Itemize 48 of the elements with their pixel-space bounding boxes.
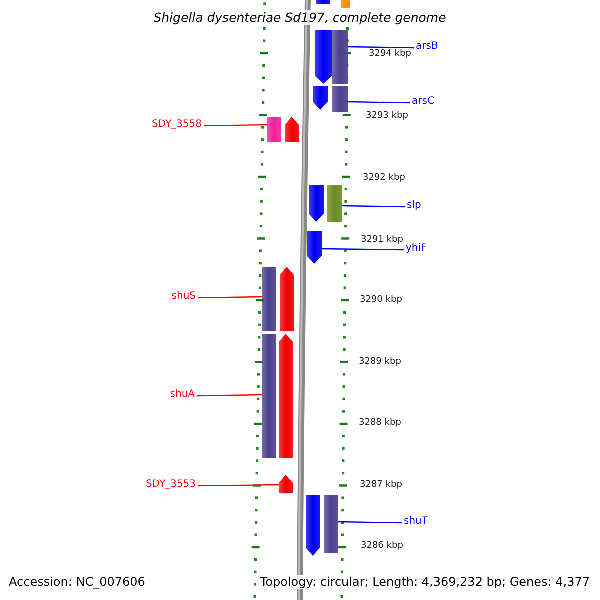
leader-line [348, 46, 414, 49]
tick-label: 3291 kbp [361, 235, 404, 246]
gene-block [280, 267, 294, 331]
leader-line [338, 521, 402, 524]
tick-label: 3287 kbp [360, 480, 402, 491]
gene-block [315, 30, 332, 84]
leader-line [348, 101, 410, 104]
leader-line [196, 394, 262, 397]
gene-label: shuT [404, 516, 428, 528]
gene-label: SDY_3553 [146, 479, 196, 491]
title: Shigella dysenteriae Sd197, complete genome [154, 10, 446, 25]
gene-block [309, 185, 324, 222]
gene-label: arsC [412, 96, 434, 108]
gene-bar [341, 0, 350, 8]
tick-label: 3286 kbp [361, 541, 404, 552]
gene-bar [262, 267, 276, 331]
accession-text: Accession: NC_007606 [9, 575, 146, 589]
gene-bar [324, 495, 338, 553]
gene-label: shuA [170, 389, 195, 401]
gene-label: shuS [172, 291, 196, 303]
leader-line [204, 124, 268, 127]
gene-block [279, 475, 293, 493]
tick-label: 3289 kbp [359, 357, 402, 368]
gene-label: SDY_3558 [152, 119, 202, 131]
tick-label: 3290 kbp [360, 295, 402, 306]
leader-line [198, 484, 279, 487]
gene-block [285, 117, 299, 142]
gene-block [306, 495, 320, 556]
tick-label: 3288 kbp [359, 418, 402, 429]
gene-bar [327, 185, 342, 222]
gene-block [313, 86, 328, 110]
gene-bar [332, 86, 348, 112]
leader-line [322, 248, 404, 251]
gene-label: yhiF [406, 243, 427, 255]
gene-block [307, 231, 322, 264]
tick-label: 3294 kbp [369, 49, 412, 60]
gene-label: slp [407, 200, 422, 212]
leader-line [198, 296, 262, 299]
gene-bar [316, 0, 330, 4]
genome-summary: Topology: circular; Length: 4,369,232 bp; Genes: 4,377 [260, 575, 590, 589]
gene-block [279, 334, 293, 458]
gene-label: arsB [416, 41, 438, 53]
leader-line [342, 205, 406, 208]
gene-bar [262, 334, 276, 458]
tick-label: 3293 kbp [366, 111, 408, 122]
gene-bar [267, 117, 281, 142]
gene-bar [332, 30, 348, 84]
tick-label: 3292 kbp [363, 173, 406, 184]
